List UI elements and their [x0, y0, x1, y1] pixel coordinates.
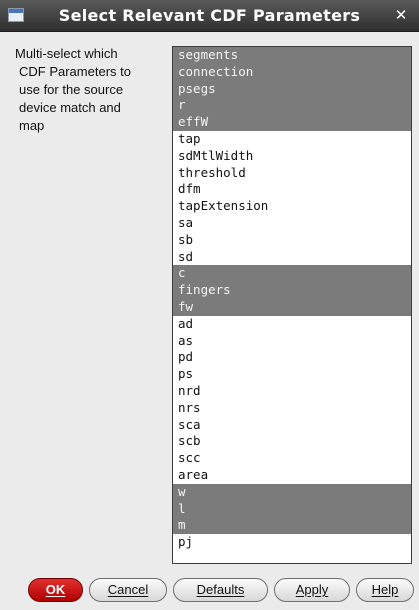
cancel-button-label: Cancel: [107, 582, 149, 597]
parameter-list-item[interactable]: psegs: [173, 80, 411, 98]
parameter-list-item[interactable]: tap: [178, 130, 201, 146]
title-bar: Select Relevant CDF Parameters ✕: [0, 0, 419, 32]
parameter-list-item[interactable]: sa: [178, 214, 194, 230]
cancel-button[interactable]: Cancel: [89, 578, 167, 602]
parameter-list-item[interactable]: fw: [173, 298, 411, 316]
ok-button[interactable]: OK: [28, 578, 83, 602]
apply-button-label: Apply: [295, 582, 329, 597]
instructions-line: device match and: [19, 100, 121, 115]
instructions-line: map: [19, 118, 45, 133]
window-icon: [8, 8, 24, 22]
parameter-list-item[interactable]: as: [178, 332, 194, 348]
parameter-list-item[interactable]: r: [173, 97, 411, 115]
parameter-list-item[interactable]: connection: [173, 63, 411, 81]
parameter-list-item[interactable]: scb: [178, 433, 201, 449]
apply-button[interactable]: Apply: [274, 578, 350, 602]
parameter-list-item[interactable]: sca: [178, 416, 201, 432]
defaults-button-label: Defaults: [196, 582, 245, 597]
parameter-list-item[interactable]: ad: [178, 315, 194, 331]
parameter-list-item[interactable]: sb: [178, 231, 194, 247]
parameter-list-item[interactable]: m: [173, 517, 411, 535]
button-row: OK Cancel Defaults Apply Help: [0, 578, 419, 604]
parameter-list-item[interactable]: dfm: [178, 181, 201, 197]
parameter-list-item[interactable]: pd: [178, 349, 194, 365]
parameter-list-item[interactable]: segments: [173, 47, 411, 64]
parameter-list-item[interactable]: nrs: [178, 399, 201, 415]
parameter-list-item[interactable]: fingers: [173, 282, 411, 299]
parameter-list-item[interactable]: area: [178, 466, 209, 482]
instructions-line: CDF Parameters to: [19, 64, 131, 79]
parameter-list-item[interactable]: threshold: [178, 164, 246, 180]
instructions-line: use for the source: [19, 82, 124, 97]
instructions-text: Multi-select which CDF Parameters to use…: [15, 45, 165, 135]
parameter-list-item[interactable]: sdMtlWidth: [178, 147, 254, 163]
window-title: Select Relevant CDF Parameters: [58, 6, 361, 25]
parameter-list-item[interactable]: w: [173, 483, 411, 501]
close-icon[interactable]: ✕: [394, 6, 408, 24]
parameter-list-item[interactable]: nrd: [178, 382, 201, 398]
parameter-list-item[interactable]: pj: [178, 534, 194, 550]
help-button-label: Help: [371, 582, 399, 597]
help-button[interactable]: Help: [356, 578, 414, 602]
parameter-list-item[interactable]: l: [173, 500, 411, 518]
parameter-list-item[interactable]: effW: [173, 114, 411, 131]
ok-button-label: OK: [45, 582, 66, 597]
parameter-list-item[interactable]: c: [173, 265, 411, 283]
parameter-list-item[interactable]: ps: [178, 366, 194, 382]
instructions-line: Multi-select which: [15, 46, 118, 61]
defaults-button[interactable]: Defaults: [173, 578, 268, 602]
parameter-list-item[interactable]: sd: [178, 248, 194, 264]
parameter-list-item[interactable]: tapExtension: [178, 198, 269, 214]
parameter-list-item[interactable]: scc: [178, 450, 201, 466]
